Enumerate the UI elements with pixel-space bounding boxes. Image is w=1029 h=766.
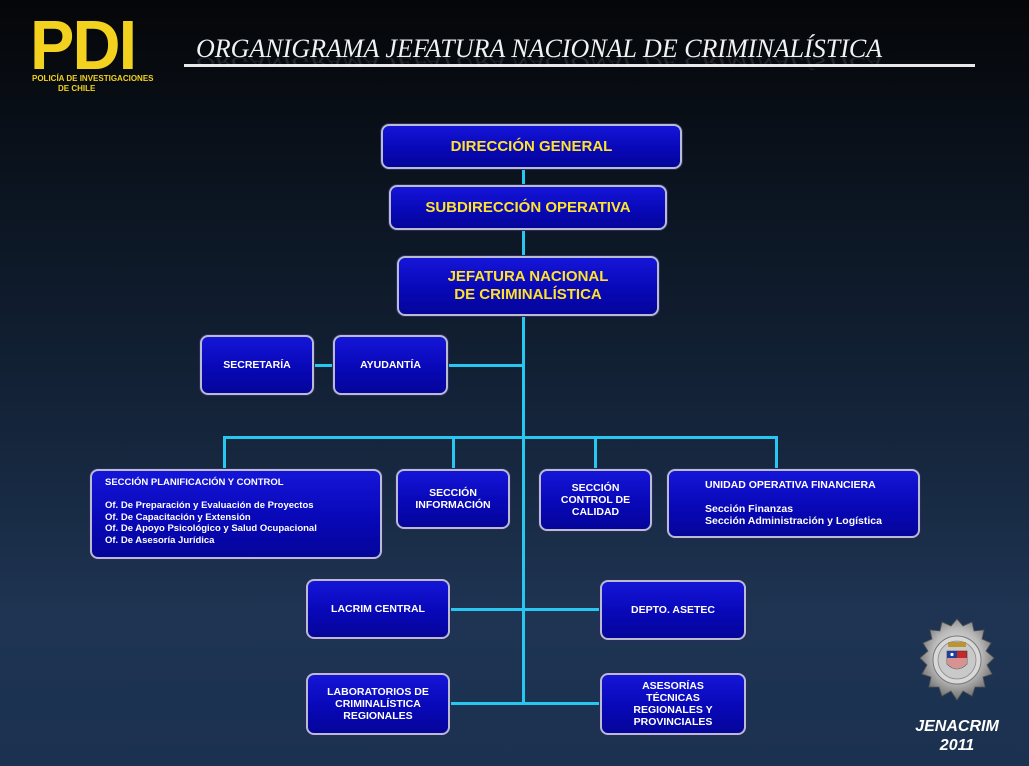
title-reflection: ORGANIGRAMA JEFATURA NACIONAL DE CRIMINA… xyxy=(196,54,883,70)
footer-year: 2011 xyxy=(939,737,975,754)
node-label: ASESORÍAS TÉCNICAS REGIONALES Y PROVINCI… xyxy=(633,680,713,728)
connector-sections-bus xyxy=(223,436,778,439)
footer-brand-name: JENACRIM xyxy=(915,718,999,735)
connector-planificacion xyxy=(223,436,226,470)
node-laboratorios-regionales: LABORATORIOS DE CRIMINALÍSTICA REGIONALE… xyxy=(306,673,450,735)
node-label: DIRECCIÓN GENERAL xyxy=(450,137,613,155)
node-seccion-planificacion: SECCIÓN PLANIFICACIÓN Y CONTROL Of. De P… xyxy=(90,469,382,559)
footer-brand: JENACRIM 2011 xyxy=(907,717,1007,755)
title-underline xyxy=(184,64,975,67)
node-label: AYUDANTÍA xyxy=(360,359,421,371)
node-label: SECRETARÍA xyxy=(223,359,291,371)
connector-calidad xyxy=(594,436,597,470)
page-title: ORGANIGRAMA JEFATURA NACIONAL DE CRIMINA… xyxy=(196,34,883,63)
node-label: LABORATORIOS DE CRIMINALÍSTICA REGIONALE… xyxy=(327,686,429,722)
pdi-logo: PDI xyxy=(30,6,137,84)
node-ayudantia: AYUDANTÍA xyxy=(333,335,448,395)
logo-subtitle-line2: DE CHILE xyxy=(58,84,96,93)
connector-lacrim-asetec xyxy=(449,608,602,611)
logo-subtitle-line1: POLICÍA DE INVESTIGACIONES xyxy=(32,74,154,83)
node-asesorias-tecnicas: ASESORÍAS TÉCNICAS REGIONALES Y PROVINCI… xyxy=(600,673,746,735)
node-label: UNIDAD OPERATIVA FINANCIERA Sección Fina… xyxy=(705,479,882,527)
pdi-badge-icon xyxy=(919,618,995,701)
node-jefatura-nacional: JEFATURA NACIONAL DE CRIMINALÍSTICA xyxy=(397,256,659,316)
node-unidad-operativa-financiera: UNIDAD OPERATIVA FINANCIERA Sección Fina… xyxy=(667,469,920,538)
node-seccion-informacion: SECCIÓN INFORMACIÓN xyxy=(396,469,510,529)
node-label: SECCIÓN CONTROL DE CALIDAD xyxy=(560,482,631,518)
connector-ayudantia xyxy=(447,364,524,367)
connector-secretaria-ayudantia xyxy=(313,364,335,367)
node-label: SECCIÓN INFORMACIÓN xyxy=(415,487,491,511)
node-subdireccion-operativa: SUBDIRECCIÓN OPERATIVA xyxy=(389,185,667,230)
connector-informacion xyxy=(452,436,455,470)
node-seccion-control-calidad: SECCIÓN CONTROL DE CALIDAD xyxy=(539,469,652,531)
node-secretaria: SECRETARÍA xyxy=(200,335,314,395)
node-lacrim-central: LACRIM CENTRAL xyxy=(306,579,450,639)
node-label: JEFATURA NACIONAL DE CRIMINALÍSTICA xyxy=(447,268,609,303)
node-label: DEPTO. ASETEC xyxy=(630,604,715,616)
node-depto-asetec: DEPTO. ASETEC xyxy=(600,580,746,640)
connector-financiera xyxy=(775,436,778,470)
node-label: SECCIÓN PLANIFICACIÓN Y CONTROL Of. De P… xyxy=(105,477,317,546)
connector-regionales xyxy=(449,702,602,705)
node-label: LACRIM CENTRAL xyxy=(331,603,425,615)
node-direccion-general: DIRECCIÓN GENERAL xyxy=(381,124,682,169)
node-label: SUBDIRECCIÓN OPERATIVA xyxy=(425,198,631,216)
